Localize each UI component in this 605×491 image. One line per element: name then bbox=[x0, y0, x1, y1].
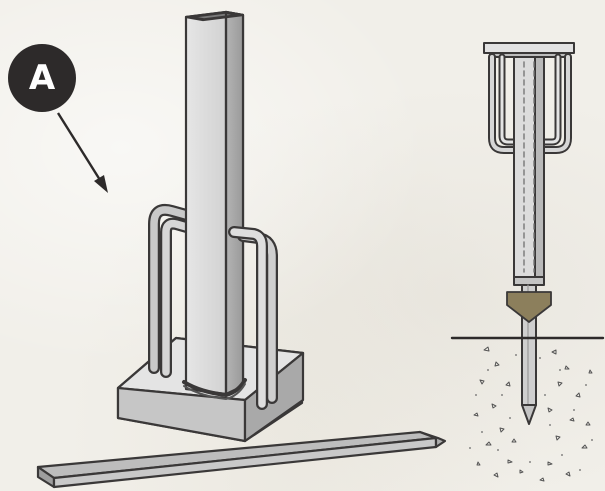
left-scene bbox=[38, 12, 445, 487]
down-arrow-icon bbox=[507, 292, 551, 322]
callout-label: A bbox=[29, 58, 55, 98]
driver-tube bbox=[184, 12, 245, 399]
right-driver-tube bbox=[514, 57, 544, 285]
callout-arrow bbox=[58, 113, 108, 193]
callout-badge: A bbox=[8, 44, 76, 112]
right-scene bbox=[452, 43, 603, 481]
